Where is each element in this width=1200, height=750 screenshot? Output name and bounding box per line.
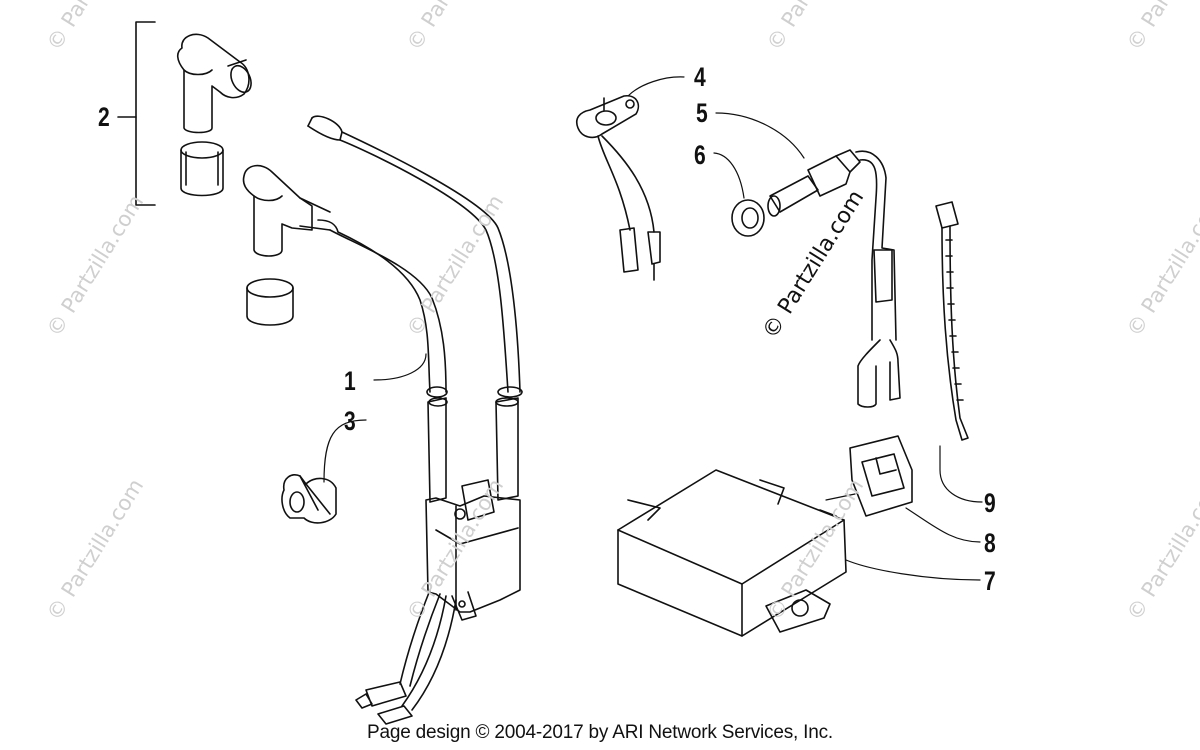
callout-3: 3 (344, 406, 356, 436)
coil-leads (307, 115, 523, 503)
callout-7: 7 (984, 566, 996, 596)
callout-4: 4 (694, 62, 706, 92)
sensor-4 (575, 94, 661, 281)
wire-clip-3 (281, 474, 337, 524)
cdi-box-7 (617, 469, 847, 637)
plug-boot-upper (180, 141, 224, 197)
callout-9: 9 (984, 488, 996, 518)
bracket-2 (117, 21, 156, 206)
plug-cap-lower (242, 164, 331, 326)
footer-copyright: Page design © 2004-2017 by ARI Network S… (367, 722, 833, 743)
temp-sender-5 (767, 149, 901, 408)
leader-lines (323, 76, 983, 581)
callout-8: 8 (984, 528, 996, 558)
callout-1: 1 (344, 366, 356, 396)
washer-6 (731, 199, 765, 237)
callout-6: 6 (694, 140, 706, 170)
cable-tie-9 (935, 201, 969, 441)
callout-2: 2 (98, 102, 110, 132)
callout-5: 5 (696, 98, 708, 128)
ignition-coil (355, 479, 521, 725)
connector-cap-8 (849, 435, 913, 517)
plug-cap-upper (176, 33, 252, 134)
